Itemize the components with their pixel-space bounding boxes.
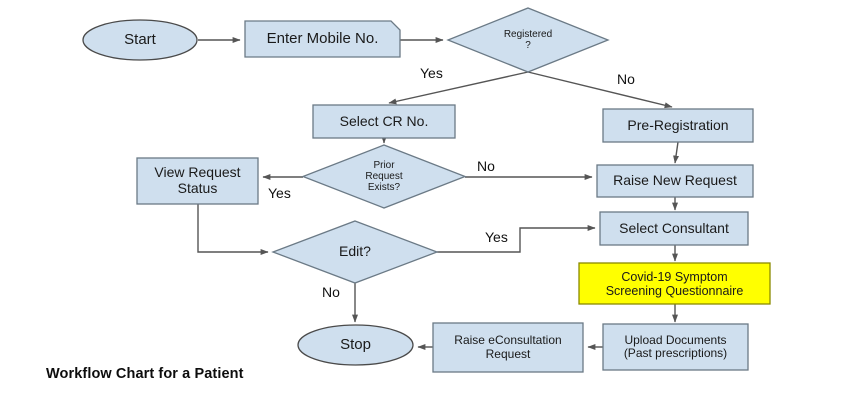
- node-shape-prereg: [602, 108, 754, 143]
- node-shape-prior_req: [301, 144, 467, 209]
- node-shape-covid: [578, 262, 771, 305]
- lbl-yes-prior: Yes: [268, 185, 291, 201]
- node-layer: [82, 7, 771, 373]
- node-shape-select_cons: [599, 211, 749, 246]
- connector-registered-to-select_cr: [388, 71, 529, 105]
- node-shape-stop: [297, 324, 414, 366]
- node-shape-start: [82, 19, 198, 61]
- node-shape-view_status: [136, 157, 259, 205]
- connector-registered-to-prereg: [527, 71, 673, 109]
- connector-view_status-to-edit: [197, 204, 269, 255]
- lbl-no-registered: No: [617, 71, 635, 87]
- node-shape-edit: [271, 220, 439, 284]
- connector-layer: [197, 37, 680, 350]
- node-shape-upload: [602, 323, 749, 371]
- figure-caption: Workflow Chart for a Patient: [46, 366, 244, 382]
- lbl-yes-registered: Yes: [420, 65, 443, 81]
- node-shape-raise_econ: [432, 322, 584, 373]
- node-shape-registered: [446, 7, 610, 73]
- lbl-no-edit: No: [322, 284, 340, 300]
- connector-prereg-to-raise_new: [673, 141, 680, 164]
- node-shape-raise_new: [596, 164, 754, 198]
- node-shape-enter_mobile: [244, 20, 401, 58]
- node-shape-select_cr: [312, 104, 456, 139]
- lbl-yes-edit: Yes: [485, 229, 508, 245]
- lbl-no-prior: No: [477, 158, 495, 174]
- connector-edit-to-select_cons: [437, 225, 596, 253]
